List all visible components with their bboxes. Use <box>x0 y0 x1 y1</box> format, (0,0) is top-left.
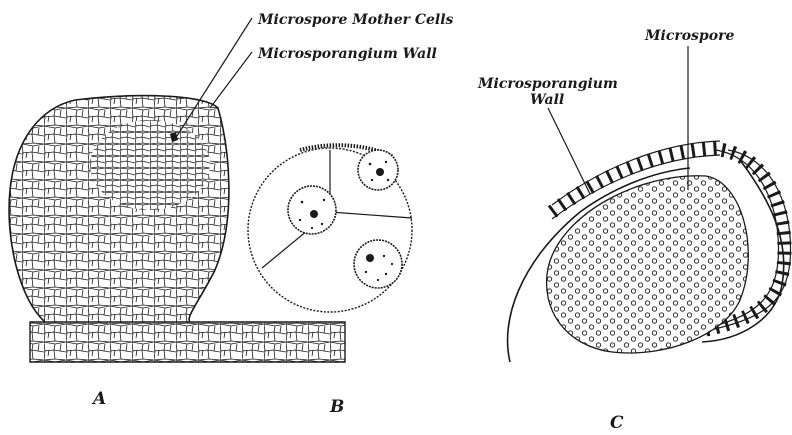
label-microspore-mother-cells: Microspore Mother Cells <box>257 12 454 28</box>
label-microsporangium-wall-c-line1: Microsporangium <box>477 76 618 92</box>
label-microsporangium-wall-a: Microsporangium Wall <box>257 46 437 62</box>
tetrad-spore-bottom <box>354 240 402 288</box>
label-microsporangium-wall-c-line2: Wall <box>530 92 564 108</box>
leader-line-wall-a <box>210 52 252 108</box>
panel-b-tetrad <box>248 145 412 312</box>
label-microspore: Microspore <box>644 28 734 44</box>
panel-label-b: B <box>329 397 344 417</box>
panel-c-sporangium <box>508 141 791 362</box>
tetrad-spore-right-top <box>358 150 398 190</box>
leader-line-wall-c <box>548 108 590 194</box>
tetrad-spore-left <box>288 186 336 234</box>
panel-label-a: A <box>91 389 106 409</box>
panel-label-c: C <box>610 413 624 433</box>
